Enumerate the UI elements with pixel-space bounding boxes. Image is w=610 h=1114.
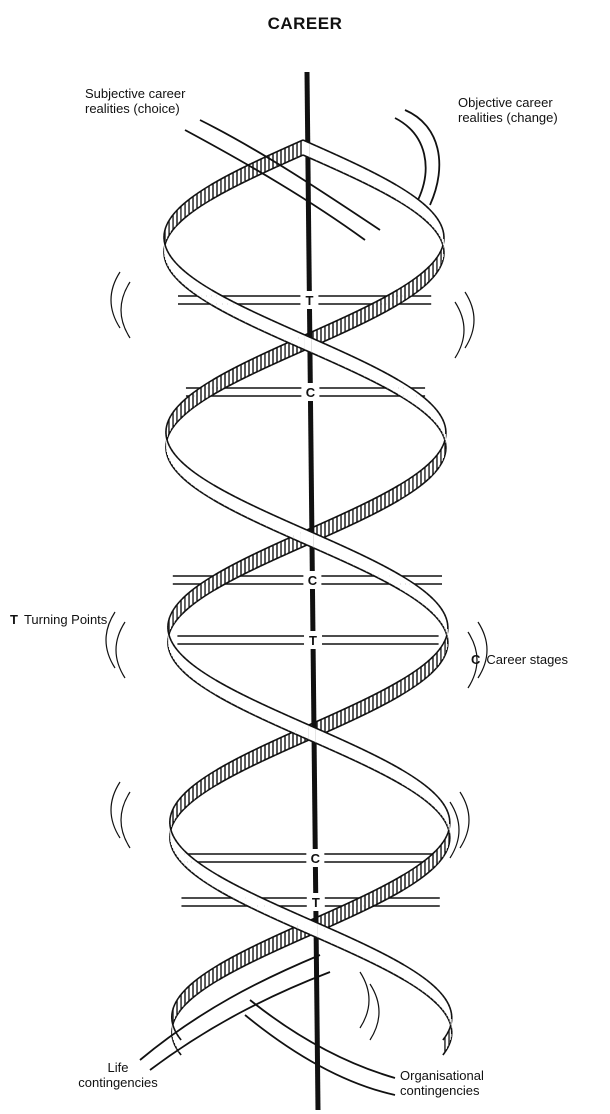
helix-strand-1-edge bbox=[171, 845, 172, 848]
motion-line bbox=[111, 782, 120, 838]
legend-career-stages: C Career stages bbox=[471, 637, 568, 667]
helix-strand-1-edge bbox=[450, 1040, 451, 1043]
helix-strand-1-edge bbox=[442, 242, 443, 245]
helix-strand-2-edge bbox=[165, 245, 166, 248]
helix-strand-1-edge bbox=[167, 422, 168, 425]
career-stage-marker: C bbox=[306, 385, 316, 400]
helix-strand-2-edge bbox=[448, 845, 449, 848]
motion-line bbox=[121, 282, 130, 338]
helix-strand-1-edge bbox=[451, 1037, 452, 1040]
helix-strand-2-edge bbox=[445, 452, 446, 455]
motion-line bbox=[116, 622, 125, 678]
helix-strand-1-edge bbox=[170, 842, 171, 845]
label-subjective-career-realities: Subjective career realities (choice) bbox=[85, 86, 185, 116]
helix-strand-2-edge bbox=[169, 650, 170, 653]
motion-line bbox=[455, 302, 464, 358]
helix-strand-1-edge bbox=[443, 257, 444, 260]
helix-strand-2-edge bbox=[448, 812, 449, 815]
helix-strand-1-edge bbox=[443, 230, 444, 233]
helix-strand-2-edge bbox=[168, 620, 169, 623]
helix-strand-2-edge bbox=[172, 1022, 173, 1025]
helix-strands-front bbox=[140, 110, 452, 1070]
label-objective-career-realities: Objective career realities (change) bbox=[458, 95, 558, 125]
helix-strand-2-edge bbox=[173, 1040, 174, 1043]
helix-strand-2-edge bbox=[445, 440, 446, 443]
helix-strand-1-edge bbox=[442, 260, 443, 263]
helix-strand-1-edge bbox=[450, 1022, 451, 1025]
motion-line bbox=[106, 612, 115, 668]
helix-strand-2-edge bbox=[449, 815, 450, 818]
helix-strand-1-edge bbox=[166, 425, 167, 428]
helix-strand-2-edge bbox=[173, 1025, 174, 1028]
motion-line bbox=[460, 792, 469, 848]
helix-strand-1-edge bbox=[451, 1010, 452, 1013]
helix-strand-1-edge bbox=[167, 455, 168, 458]
helix-strand-1-edge bbox=[170, 827, 171, 830]
helix-strand-2-edge bbox=[168, 647, 169, 650]
helix-strand-2-edge bbox=[445, 425, 446, 428]
helix-strand-2-edge bbox=[164, 242, 165, 245]
helix-strand-2-edge bbox=[172, 1037, 173, 1040]
helix-strand-1-edge bbox=[443, 245, 444, 248]
helix-strand-1-edge bbox=[446, 650, 447, 653]
motion-line bbox=[370, 984, 379, 1040]
motion-line bbox=[360, 972, 369, 1028]
strand-tail-organisational bbox=[250, 1000, 395, 1078]
helix-strand-1-edge bbox=[166, 452, 167, 455]
helix-strand-1-edge bbox=[171, 830, 172, 833]
career-stage-marker: C bbox=[308, 573, 318, 588]
turning-point-marker: T bbox=[305, 293, 313, 308]
helix-strand-2-edge bbox=[168, 632, 169, 635]
helix-strand-1-edge bbox=[446, 617, 447, 620]
turning-point-marker: T bbox=[312, 895, 320, 910]
helix-strand-2-edge bbox=[444, 455, 445, 458]
strand-tail-life-inner bbox=[150, 972, 330, 1070]
helix-strand-1-edge bbox=[170, 815, 171, 818]
helix-strand-2-edge bbox=[164, 230, 165, 233]
motion-line bbox=[450, 802, 459, 858]
helix-strand-2-edge bbox=[173, 1007, 174, 1010]
career-stage-marker: C bbox=[311, 851, 321, 866]
motion-line bbox=[465, 292, 474, 348]
label-life-contingencies: Life contingencies bbox=[68, 1060, 168, 1090]
helix-strand-1-edge bbox=[166, 437, 167, 440]
helix-strand-2-edge bbox=[165, 227, 166, 230]
label-organisational-contingencies: Organisational contingencies bbox=[400, 1068, 484, 1098]
career-stage-symbol: C bbox=[471, 652, 480, 667]
helix-strand-2-edge bbox=[444, 437, 445, 440]
motion-line bbox=[121, 792, 130, 848]
helix-strand-2-edge bbox=[164, 257, 165, 260]
helix-strand-2-edge bbox=[444, 422, 445, 425]
helix-strand-2-edge bbox=[449, 830, 450, 833]
helix-strand-2-edge bbox=[169, 617, 170, 620]
helix-strand-1-edge bbox=[451, 1025, 452, 1028]
helix-strand-1-edge bbox=[450, 1007, 451, 1010]
turning-point-marker: T bbox=[309, 633, 317, 648]
helix-strand-2-edge bbox=[169, 635, 170, 638]
turning-point-text: Turning Points bbox=[24, 612, 107, 627]
helix-strand-1-edge bbox=[446, 632, 447, 635]
diagram-title: CAREER bbox=[0, 14, 610, 34]
helix-strand-1-edge bbox=[447, 620, 448, 623]
helix-strand-1-edge bbox=[167, 440, 168, 443]
helix-strand-1-edge bbox=[447, 635, 448, 638]
helix-strand-2-edge bbox=[449, 842, 450, 845]
helix-strand-2-edge bbox=[165, 260, 166, 263]
helix-strand-2-edge bbox=[448, 827, 449, 830]
helix-strand-1-edge bbox=[442, 227, 443, 230]
helix-strand-2-edge bbox=[172, 1010, 173, 1013]
legend-turning-points: T Turning Points bbox=[10, 597, 107, 627]
helix-strand-1-edge bbox=[171, 812, 172, 815]
career-axis bbox=[307, 72, 318, 1110]
motion-line bbox=[111, 272, 120, 328]
helix-strand-1-edge bbox=[447, 647, 448, 650]
turning-point-symbol: T bbox=[10, 612, 18, 627]
career-stage-text: Career stages bbox=[486, 652, 568, 667]
